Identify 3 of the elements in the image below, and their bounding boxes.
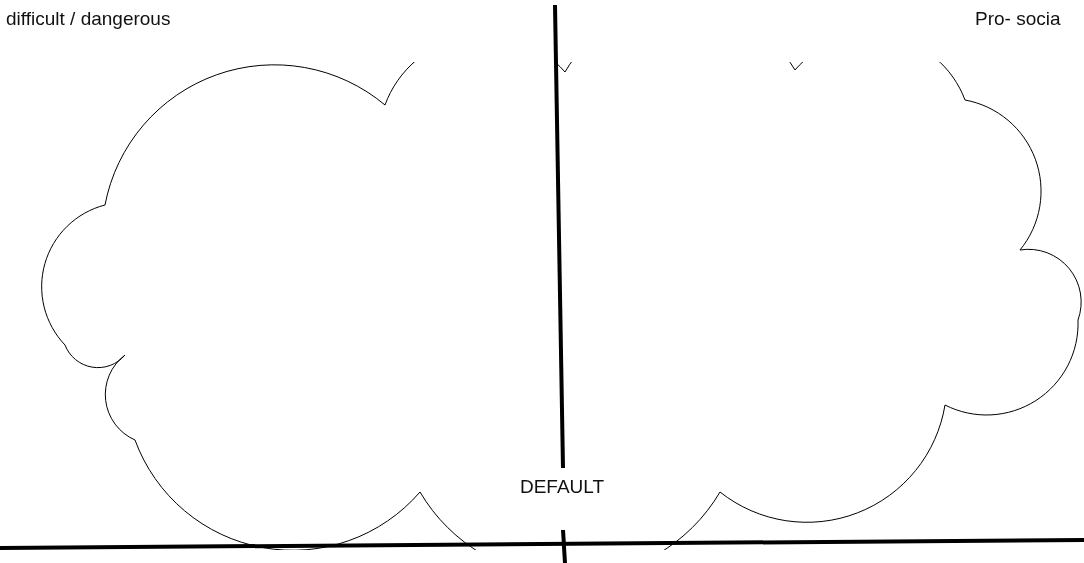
quadrant-label: difficult / dangerous bbox=[6, 8, 171, 30]
cloud-label: DEFAULT bbox=[519, 476, 605, 498]
quadrant-label: Pro- socia bbox=[975, 8, 1061, 30]
